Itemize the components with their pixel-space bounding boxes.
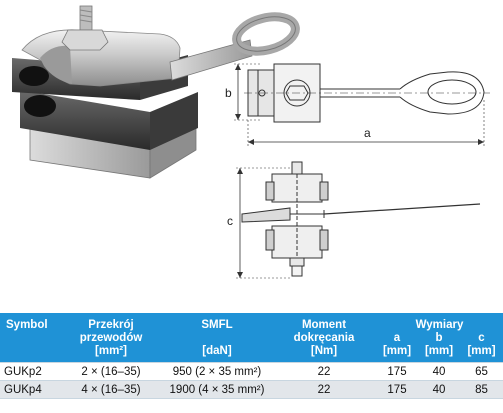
cell-dim-b: 40 xyxy=(418,380,460,399)
cell-smfl: 950 (2 × 35 mm²) xyxy=(162,362,272,381)
header-cross-section: Przekrój przewodów [mm²] xyxy=(60,313,162,363)
header-dim-b: b[mm] xyxy=(418,332,460,363)
header-smfl: SMFL [daN] xyxy=(162,313,272,363)
cell-dim-c: 85 xyxy=(460,380,503,399)
spec-table-wrap: Symbol Przekrój przewodów [mm²] SMFL [da… xyxy=(0,313,503,411)
cell-symbol: GUKp4 xyxy=(0,380,60,399)
header-symbol: Symbol xyxy=(0,313,60,363)
cell-cross-section: 2 × (16–35) xyxy=(60,362,162,381)
spec-table: Symbol Przekrój przewodów [mm²] SMFL [da… xyxy=(0,313,503,399)
cell-smfl: 1900 (4 × 35 mm²) xyxy=(162,380,272,399)
cell-dim-c: 65 xyxy=(460,362,503,381)
cell-cross-section: 4 × (16–35) xyxy=(60,380,162,399)
table-row: GUKp2 2 × (16–35) 950 (2 × 35 mm²) 22 17… xyxy=(0,362,503,381)
cell-symbol: GUKp2 xyxy=(0,362,60,381)
table-row: GUKp4 4 × (16–35) 1900 (4 × 35 mm²) 22 1… xyxy=(0,380,503,399)
clamp-photo xyxy=(12,5,300,179)
cell-dim-a: 175 xyxy=(376,380,418,399)
header-dimensions: Wymiary xyxy=(376,313,503,332)
cell-torque: 22 xyxy=(272,362,376,381)
header-torque: Moment dokręcania [Nm] xyxy=(272,313,376,363)
dim-c-label: c xyxy=(227,214,233,228)
drawing-top-view xyxy=(234,63,490,146)
header-dim-c: c[mm] xyxy=(460,332,503,363)
header-dim-a: a[mm] xyxy=(376,332,418,363)
dim-a-label: a xyxy=(364,126,371,140)
cell-dim-a: 175 xyxy=(376,362,418,381)
cell-dim-b: 40 xyxy=(418,362,460,381)
drawing-side-view xyxy=(236,161,481,279)
cell-torque: 22 xyxy=(272,380,376,399)
product-figure: b a xyxy=(12,5,490,279)
dim-b-label: b xyxy=(225,86,232,100)
